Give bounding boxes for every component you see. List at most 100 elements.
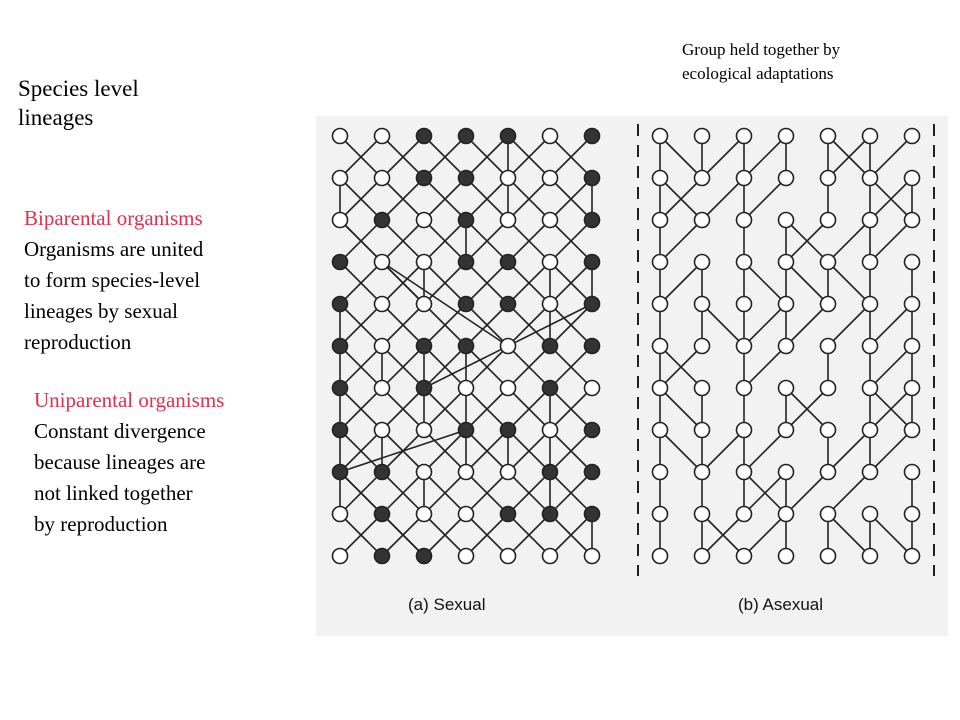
sexual-edge <box>465 261 509 305</box>
sexual-node <box>457 379 475 397</box>
sexual-node <box>373 253 391 271</box>
sexual-node <box>457 463 475 481</box>
sexual-edge <box>423 135 467 179</box>
group-note-label: Group held together by ecological adapta… <box>682 38 840 86</box>
sexual-cross-edge <box>381 261 509 347</box>
asexual-edge <box>785 471 829 515</box>
biparental-line-2: to form species-level <box>24 268 201 292</box>
sexual-node <box>541 547 559 565</box>
sexual-node <box>457 211 475 229</box>
group-note-line-1: Group held together by <box>682 40 841 59</box>
sexual-edge <box>465 135 509 179</box>
sexual-edge <box>549 471 593 515</box>
asexual-node <box>777 505 795 523</box>
sexual-node <box>583 421 601 439</box>
sexual-node <box>457 127 475 145</box>
asexual-edge <box>827 513 871 557</box>
asexual-node <box>861 211 879 229</box>
sexual-node <box>541 211 559 229</box>
sexual-edge <box>381 303 425 347</box>
asexual-node <box>735 253 753 271</box>
asexual-edge <box>743 345 787 389</box>
asexual-edge <box>869 429 913 473</box>
asexual-node <box>735 547 753 565</box>
asexual-node <box>777 337 795 355</box>
species-label-line-2: lineages <box>18 105 94 130</box>
asexual-node <box>861 421 879 439</box>
asexual-node <box>735 127 753 145</box>
sexual-node <box>415 211 433 229</box>
asexual-edge <box>785 261 829 305</box>
sexual-node <box>415 463 433 481</box>
asexual-node <box>903 337 921 355</box>
sexual-edge <box>465 471 509 515</box>
asexual-edge <box>743 303 787 347</box>
uniparental-heading: Uniparental organisms <box>34 388 225 412</box>
sexual-node <box>415 421 433 439</box>
sexual-edge <box>465 387 509 431</box>
sexual-edge <box>381 177 425 221</box>
asexual-node <box>861 253 879 271</box>
sexual-edge <box>465 177 509 221</box>
sexual-node <box>583 127 601 145</box>
asexual-node <box>693 295 711 313</box>
asexual-node <box>651 505 669 523</box>
sexual-node <box>373 463 391 481</box>
asexual-node <box>777 463 795 481</box>
asexual-edge <box>743 135 787 179</box>
sexual-node <box>415 379 433 397</box>
sexual-node <box>541 169 559 187</box>
biparental-line-3: lineages by sexual <box>24 299 178 323</box>
asexual-node <box>651 169 669 187</box>
asexual-node <box>651 379 669 397</box>
sexual-node <box>541 337 559 355</box>
sexual-edge <box>549 135 593 179</box>
uniparental-line-3: not linked together <box>34 481 193 505</box>
sexual-edge <box>507 219 551 263</box>
sexual-node <box>373 295 391 313</box>
sexual-edge <box>423 387 467 431</box>
sexual-node <box>415 295 433 313</box>
asexual-node <box>861 505 879 523</box>
sexual-edge <box>423 429 467 473</box>
sexual-node <box>331 463 349 481</box>
sexual-node <box>415 169 433 187</box>
sexual-node <box>331 127 349 145</box>
sexual-node <box>373 505 391 523</box>
asexual-node <box>819 295 837 313</box>
asexual-node <box>777 547 795 565</box>
sexual-node <box>583 169 601 187</box>
sexual-edge <box>339 345 383 389</box>
asexual-edge <box>701 513 745 557</box>
asexual-node <box>903 127 921 145</box>
sexual-edge <box>423 261 467 305</box>
asexual-node <box>693 547 711 565</box>
uniparental-line-4: by reproduction <box>34 512 168 536</box>
asexual-node <box>777 421 795 439</box>
asexual-node <box>861 547 879 565</box>
sexual-node <box>583 463 601 481</box>
asexual-node <box>819 211 837 229</box>
asexual-edge <box>701 135 745 179</box>
asexual-edge <box>659 345 703 389</box>
asexual-edge <box>659 429 703 473</box>
sexual-edge <box>339 303 383 347</box>
sexual-edge <box>381 345 425 389</box>
sexual-node <box>583 337 601 355</box>
sexual-edge <box>549 261 593 305</box>
biparental-text: Biparental organisms Organisms are unite… <box>24 203 203 358</box>
sexual-node <box>457 253 475 271</box>
asexual-node <box>861 463 879 481</box>
sexual-node <box>373 547 391 565</box>
asexual-node <box>903 169 921 187</box>
sexual-caption: (a) Sexual <box>408 595 485 614</box>
sexual-edge <box>507 261 551 305</box>
asexual-edge <box>869 387 913 431</box>
asexual-node <box>735 463 753 481</box>
asexual-node <box>651 253 669 271</box>
sexual-edge <box>549 177 593 221</box>
sexual-edge <box>465 219 509 263</box>
uniparental-text: Uniparental organisms Constant divergenc… <box>34 385 224 540</box>
asexual-node <box>693 463 711 481</box>
sexual-edge <box>507 471 551 515</box>
